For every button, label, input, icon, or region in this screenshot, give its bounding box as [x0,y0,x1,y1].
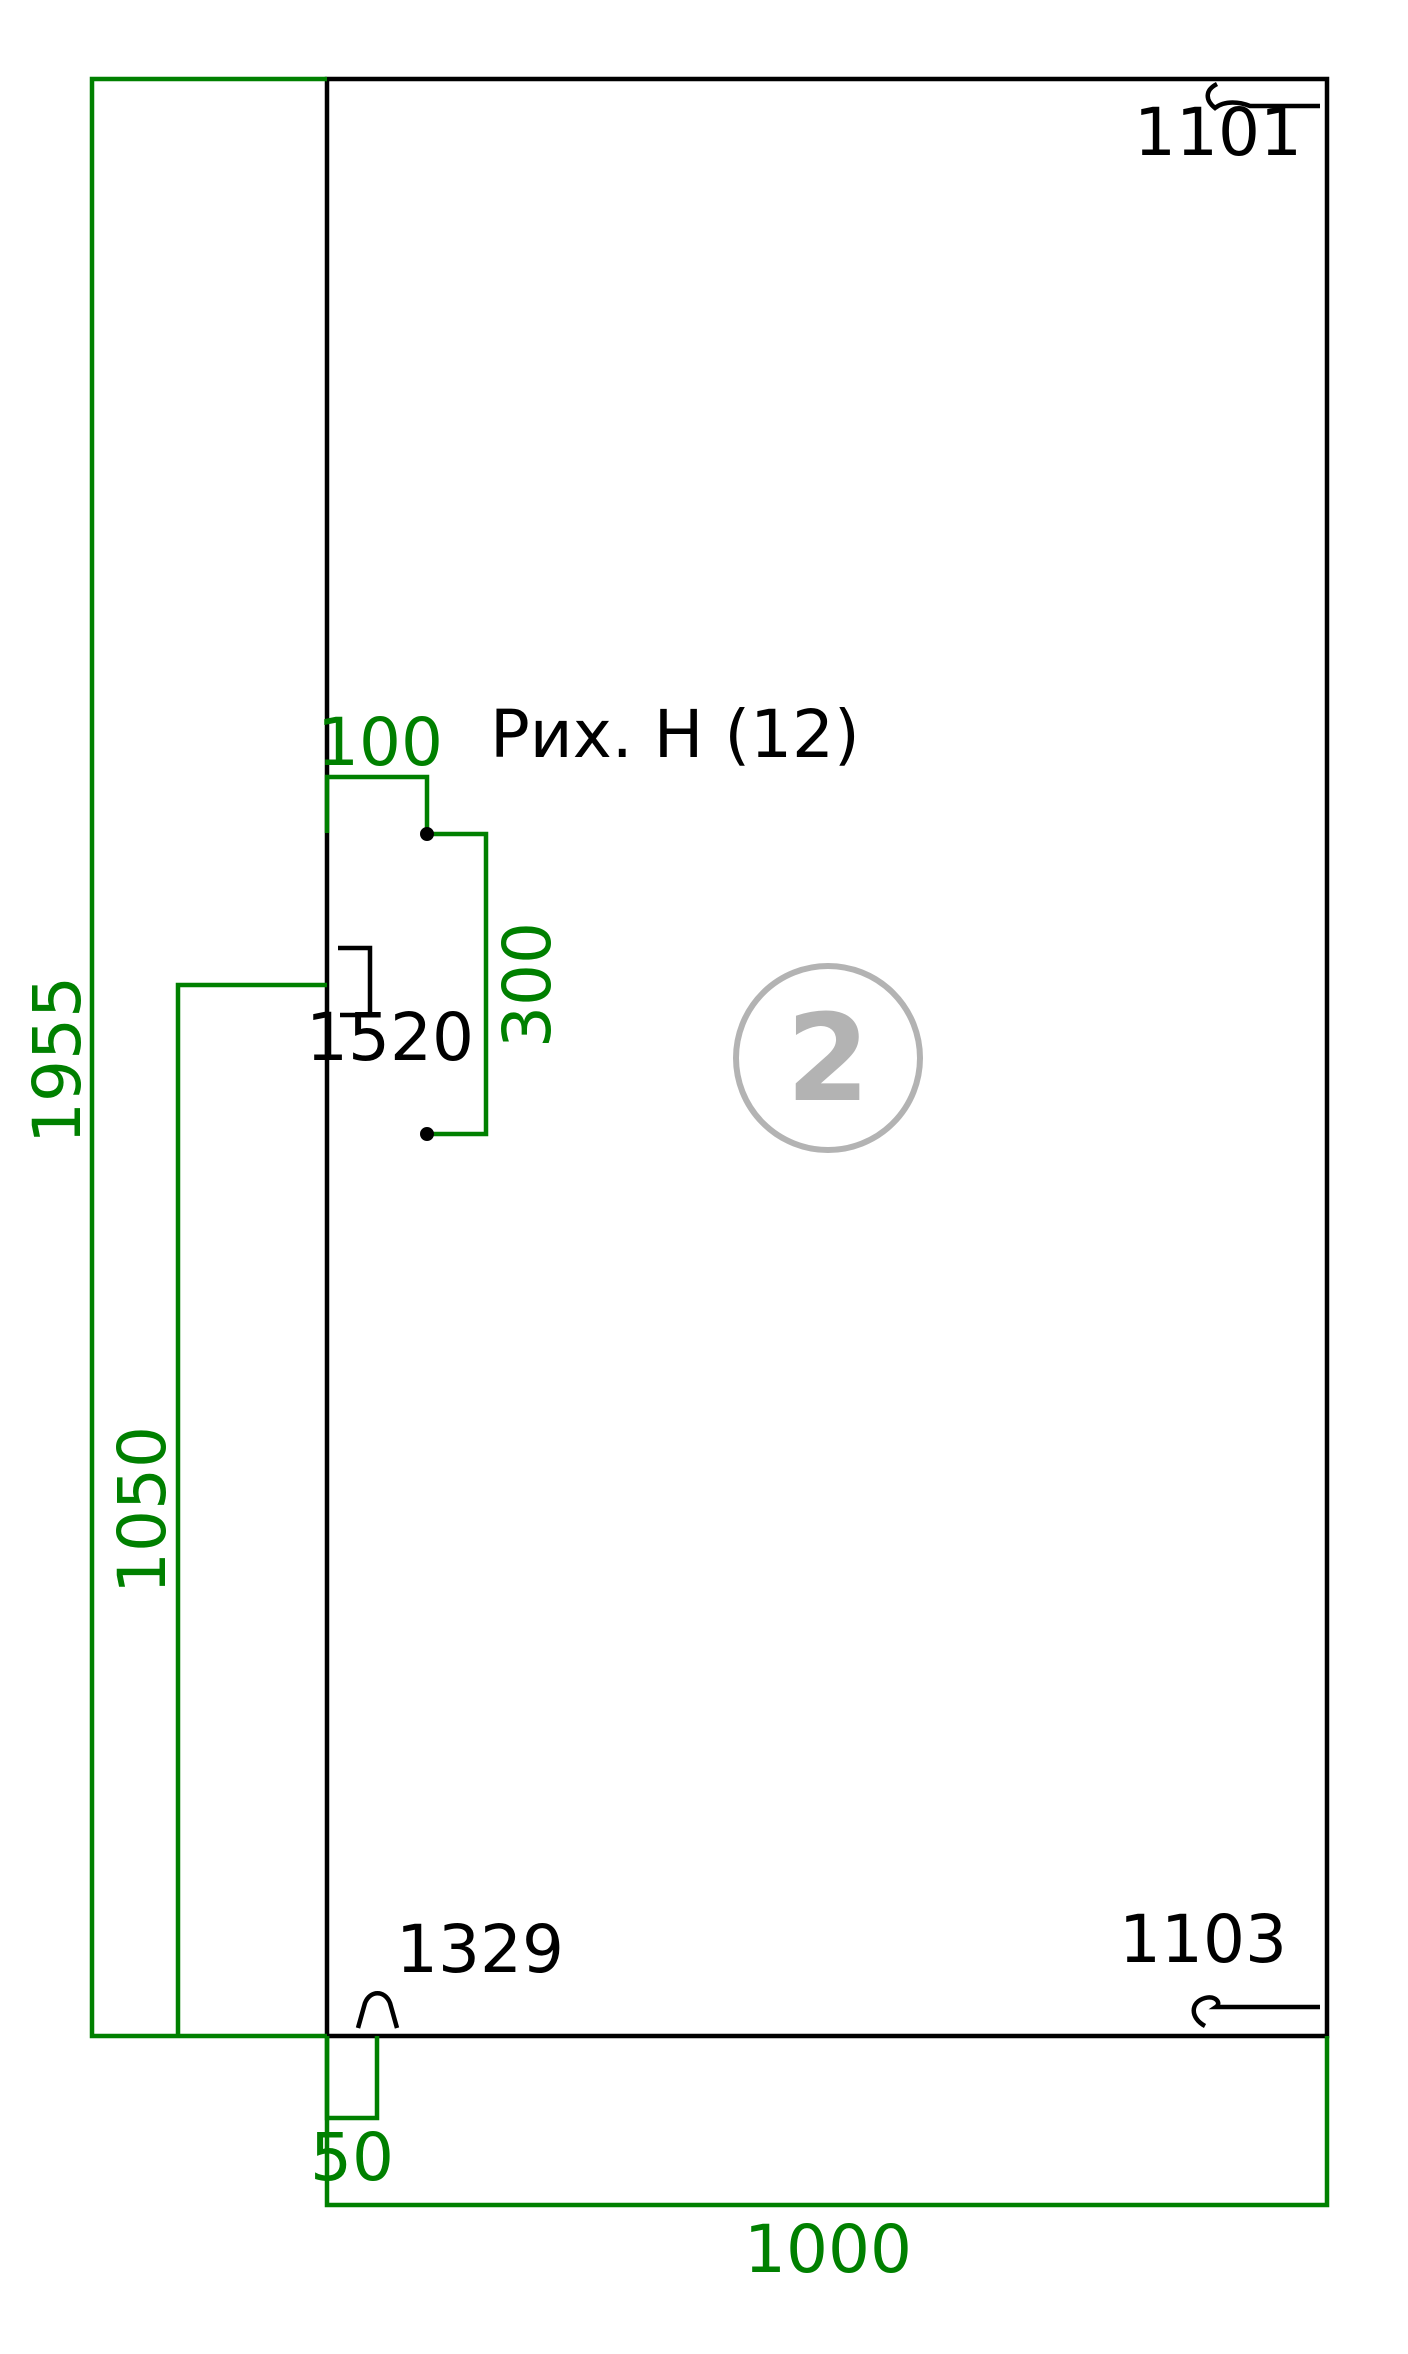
op-1101-symbol [1205,81,1320,111]
op-1103-label: 1103 [1119,1901,1287,1978]
dim-1050-line [175,982,327,2036]
dim-width-line [324,2036,1330,2208]
panel-title: Рих. H (12) [490,696,860,773]
dim-height-line [89,76,327,2039]
op-1329-label: 1329 [396,1911,564,1988]
hole-top [420,827,434,841]
panel-number: 2 [786,990,870,1129]
dim-100-label: 100 [317,704,443,781]
op-1520-symbol [338,945,373,1018]
op-1101-label: 1101 [1134,94,1302,171]
hole-bottom [420,1127,434,1141]
dim-300-line [427,831,489,1137]
dim-50-label: 50 [310,2119,394,2196]
op-1520-label: 1520 [306,999,474,1076]
dim-height-label: 1955 [19,976,96,1144]
dim-100-line [324,774,430,834]
op-1329-symbol [355,1991,400,2029]
dim-300-label: 300 [489,922,566,1048]
dim-width-label: 1000 [744,2211,912,2288]
panel-outline [324,76,1330,2039]
dim-50-line [324,2036,380,2121]
op-1103-symbol [1191,1995,1320,2028]
panel-number-ring [733,963,923,1153]
dim-1050-label: 1050 [104,1426,181,1594]
